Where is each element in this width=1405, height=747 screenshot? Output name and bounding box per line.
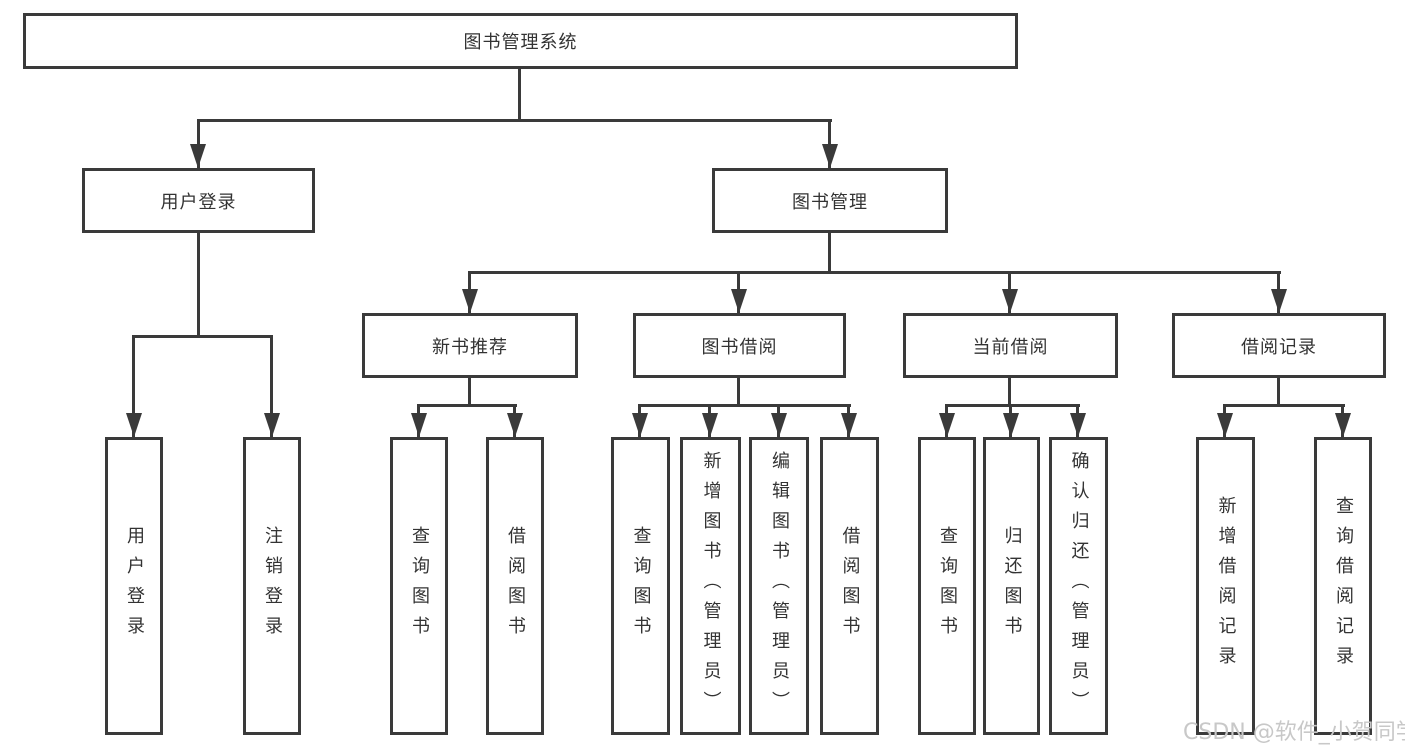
leaf-user-login: 用户登录 [105, 437, 163, 735]
leaf-label: 查询借阅记录 [1333, 496, 1354, 676]
arrow-down-icon [841, 413, 857, 437]
leaf-nb-borrow-books: 借阅图书 [486, 437, 544, 735]
connector-line [518, 69, 521, 121]
leaf-label: 新增借阅记录 [1215, 496, 1237, 676]
connector-line [197, 119, 832, 122]
leaf-bb-edit-books-admin: 编辑图书（管理员） [749, 437, 809, 735]
arrow-down-icon [462, 289, 478, 313]
leaf-label: 确认归还（管理员） [1068, 451, 1090, 721]
connector-line [638, 404, 851, 407]
arrow-down-icon [1217, 413, 1233, 437]
arrow-down-icon [190, 144, 206, 168]
connector-line [197, 119, 200, 168]
connector-line [945, 404, 1080, 407]
node-label: 图书管理 [792, 191, 868, 213]
leaf-label: 新增图书（管理员） [700, 451, 722, 721]
connector-line [270, 335, 273, 437]
arrow-down-icon [731, 289, 747, 313]
arrow-down-icon [702, 413, 718, 437]
leaf-cb-confirm-return-admin: 确认归还（管理员） [1049, 437, 1108, 735]
leaf-label: 借阅图书 [505, 526, 526, 646]
leaf-bb-query-books: 查询图书 [611, 437, 670, 735]
connector-line [132, 335, 135, 437]
arrow-down-icon [1271, 289, 1287, 313]
connector-line [828, 119, 831, 168]
node-label: 图书管理系统 [463, 32, 578, 53]
node-borrow-records: 借阅记录 [1172, 313, 1386, 378]
leaf-logout: 注销登录 [243, 437, 301, 735]
connector-line [132, 335, 273, 338]
node-label: 借阅记录 [1241, 336, 1317, 358]
connector-line [417, 404, 517, 407]
node-label: 新书推荐 [432, 336, 508, 358]
arrow-down-icon [1070, 413, 1086, 437]
connector-line [468, 271, 1281, 274]
node-system-root: 图书管理系统 [23, 13, 1018, 69]
csdn-watermark: CSDN @软件_小贺同学 [1183, 720, 1405, 745]
leaf-bb-add-books-admin: 新增图书（管理员） [680, 437, 741, 735]
leaf-label: 查询图书 [937, 526, 958, 646]
leaf-br-add-record: 新增借阅记录 [1196, 437, 1255, 735]
connector-line [468, 378, 471, 407]
arrow-down-icon [939, 413, 955, 437]
connector-line [197, 233, 200, 338]
leaf-cb-return-books: 归还图书 [983, 437, 1040, 735]
leaf-label: 查询图书 [409, 526, 430, 646]
node-user-login: 用户登录 [82, 168, 315, 233]
node-label: 图书借阅 [701, 336, 778, 358]
leaf-label: 用户登录 [124, 526, 145, 646]
node-book-borrow: 图书借阅 [633, 313, 846, 378]
connector-line [1008, 378, 1011, 407]
leaf-cb-query-books: 查询图书 [918, 437, 976, 735]
arrow-down-icon [264, 413, 280, 437]
node-current-borrow: 当前借阅 [903, 313, 1118, 378]
connector-line [1223, 404, 1345, 407]
leaf-label: 查询图书 [630, 526, 652, 646]
leaf-label: 编辑图书（管理员） [769, 451, 790, 721]
node-new-book-recommend: 新书推荐 [362, 313, 578, 378]
arrow-down-icon [126, 413, 142, 437]
arrow-down-icon [411, 413, 427, 437]
node-label: 当前借阅 [972, 336, 1049, 358]
connector-line [737, 378, 740, 407]
connector-line [828, 233, 831, 274]
leaf-label: 归还图书 [1001, 526, 1023, 646]
node-book-mgmt: 图书管理 [712, 168, 948, 233]
arrow-down-icon [1003, 413, 1019, 437]
arrow-down-icon [632, 413, 648, 437]
leaf-br-query-record: 查询借阅记录 [1314, 437, 1372, 735]
arrow-down-icon [1335, 413, 1351, 437]
leaf-label: 借阅图书 [839, 526, 861, 646]
node-label: 用户登录 [160, 191, 237, 213]
leaf-nb-query-books: 查询图书 [390, 437, 448, 735]
arrow-down-icon [822, 144, 838, 168]
leaf-bb-borrow-books: 借阅图书 [820, 437, 879, 735]
arrow-down-icon [507, 413, 523, 437]
arrow-down-icon [771, 413, 787, 437]
arrow-down-icon [1002, 289, 1018, 313]
connector-line [1277, 378, 1280, 407]
leaf-label: 注销登录 [262, 526, 283, 646]
